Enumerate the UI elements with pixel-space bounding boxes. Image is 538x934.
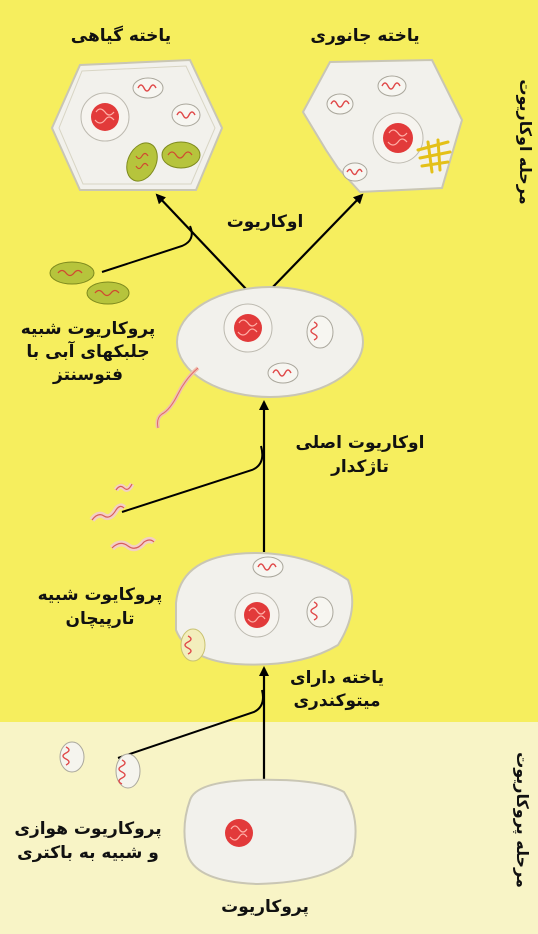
mito-cell-label-line1: یاخته دارای <box>272 667 402 690</box>
plant-mitochondrion <box>133 78 163 98</box>
plant-mitochondrion <box>172 104 200 126</box>
photo-prokaryote-label-line3: فتوسنتز <box>3 364 173 387</box>
aerobic-prokaryote-organism <box>60 742 84 772</box>
plant-cell <box>52 60 222 190</box>
photo-prokaryote-label-line2: جلبکهای آبی با <box>3 341 173 364</box>
plant-nucleus <box>81 93 129 141</box>
mito-cell-label-line2: میتوکندری <box>272 690 402 713</box>
flagellate-eukaryote-label-line2: تاژکدار <box>270 456 450 479</box>
mitochondria-cell <box>176 553 352 665</box>
animal-nucleus <box>373 113 423 163</box>
aerobic-prokaryote-label-line2: و شبیه به باکتری <box>0 842 176 865</box>
eukaryote-label: اوکاریوت <box>200 211 330 234</box>
photo-prokaryote-label-line1: پروکاریوت شبیه <box>3 318 173 341</box>
spirochete-prokaryote-label-line1: پروکایوت شبیه <box>20 584 180 607</box>
prokaryote-label: پروکاریوت <box>200 896 330 919</box>
flagellate-eukaryote-label-line1: اوکاریوت اصلی <box>270 432 450 455</box>
prokaryote-stage-label: مرحله پروکاریوت <box>508 740 532 900</box>
photo-prokaryote-organism <box>50 262 94 284</box>
animal-cell-label: یاخته جانوری <box>300 25 430 48</box>
spirochete-prokaryote-label-line2: تارپیچان <box>20 608 180 631</box>
animal-mitochondrion <box>378 76 406 96</box>
aerobic-prokaryote-organism <box>116 754 140 788</box>
plant-cell-label: یاخته گیاهی <box>56 25 186 48</box>
prokaryote-cell <box>184 780 355 884</box>
animal-mitochondrion <box>327 94 353 114</box>
plant-chloroplast <box>162 142 200 168</box>
animal-mitochondrion <box>343 163 367 181</box>
eukaryote-stage-label: مرحله اوکاریوت <box>511 67 535 217</box>
aerobic-prokaryote-label-line1: پروکاریوت هوازی <box>0 818 176 841</box>
photo-prokaryote-organism <box>87 282 129 304</box>
